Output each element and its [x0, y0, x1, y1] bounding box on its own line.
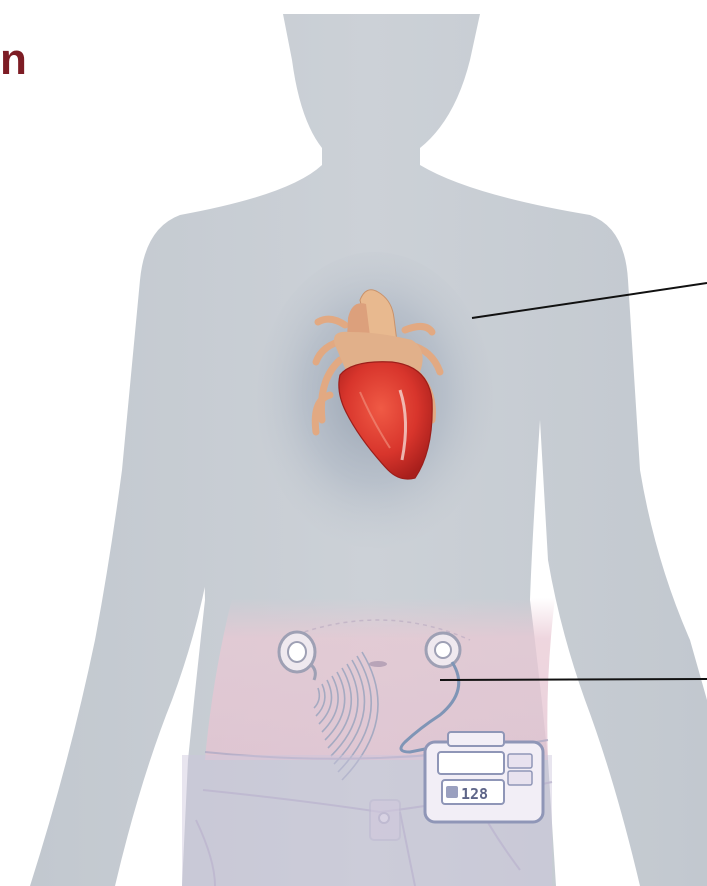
pump-display-value: 128: [461, 785, 488, 803]
page-title-fragment: n: [0, 38, 27, 82]
pump-icon: 128: [425, 732, 543, 822]
abdomen-pointer-line: [440, 679, 707, 680]
infusion-port-icon: [426, 633, 460, 667]
navel: [369, 661, 387, 667]
